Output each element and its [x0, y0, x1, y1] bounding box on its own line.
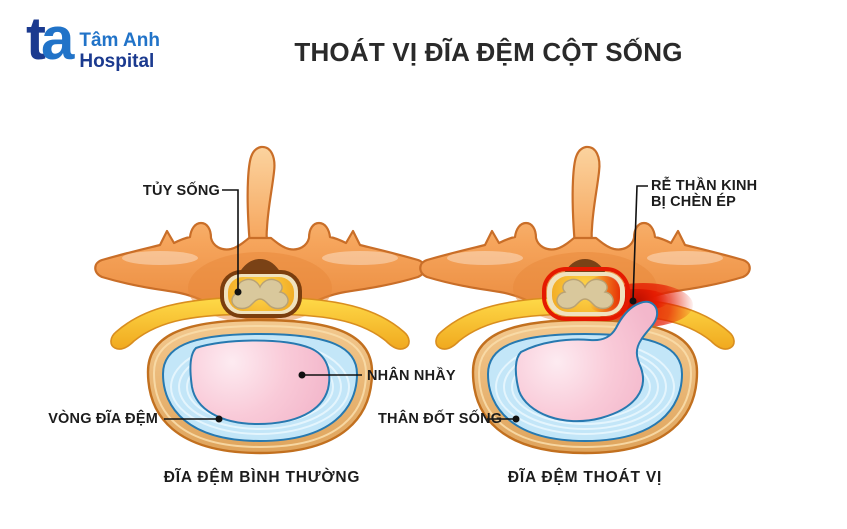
bone-highlight — [447, 251, 523, 265]
dot-annulus — [215, 415, 223, 423]
label-vertebral-body: THÂN ĐỐT SỐNG — [378, 411, 503, 427]
dot-nucleus — [298, 371, 306, 379]
herniated-nucleus-pulposus — [514, 300, 659, 423]
dot-compressed-nerve — [629, 297, 637, 305]
leader-spinal-cord — [222, 189, 239, 292]
bone-highlight — [322, 251, 398, 265]
tam-anh-hospital-logo: ta Tâm Anh Hospital — [26, 5, 160, 73]
label-compressed-nerve: RỄ THẦN KINH BỊ CHÈN ÉP — [651, 178, 757, 210]
caption-normal-disc: ĐĨA ĐỆM BÌNH THƯỜNG — [163, 469, 361, 486]
compressed-spinal-cord — [542, 267, 630, 321]
leader-lines — [164, 185, 648, 423]
leader-compressed-nerve — [632, 185, 648, 302]
spinous-process — [246, 145, 276, 249]
logo-letter-a: a — [40, 5, 74, 72]
logo-letter-t: t — [26, 5, 46, 72]
normal-vertebra-illustration — [94, 145, 426, 455]
nucleus-pulposus — [189, 339, 331, 426]
logo-text: Tâm Anh Hospital — [79, 30, 160, 72]
herniated-vertebra-illustration — [419, 145, 751, 455]
logo-name-line1: Tâm Anh — [79, 30, 160, 51]
spinous-process — [571, 145, 601, 249]
dot-spinal-cord — [234, 288, 242, 296]
label-annulus: VÒNG ĐĨA ĐỆM — [48, 411, 158, 427]
label-spinal-cord: TỦY SỐNG — [142, 183, 220, 199]
spinal-cord — [220, 270, 302, 318]
caption-herniated-disc: ĐĨA ĐỆM THOÁT VỊ — [507, 469, 663, 486]
bone-highlight — [122, 251, 198, 265]
dot-vertebral-body — [512, 415, 520, 423]
bone-highlight — [647, 251, 723, 265]
label-compressed-nerve-line2: BỊ CHÈN ÉP — [651, 194, 736, 210]
normal-disc — [146, 318, 374, 455]
logo-mark: ta — [26, 5, 74, 72]
logo-name-line2: Hospital — [79, 51, 155, 72]
label-nucleus: NHÂN NHẦY — [367, 368, 456, 384]
label-compressed-nerve-line1: RỄ THẦN KINH — [651, 178, 758, 194]
cord-inflamed-outline — [542, 267, 630, 321]
page-title: THOÁT VỊ ĐĨA ĐỆM CỘT SỐNG — [294, 37, 683, 67]
